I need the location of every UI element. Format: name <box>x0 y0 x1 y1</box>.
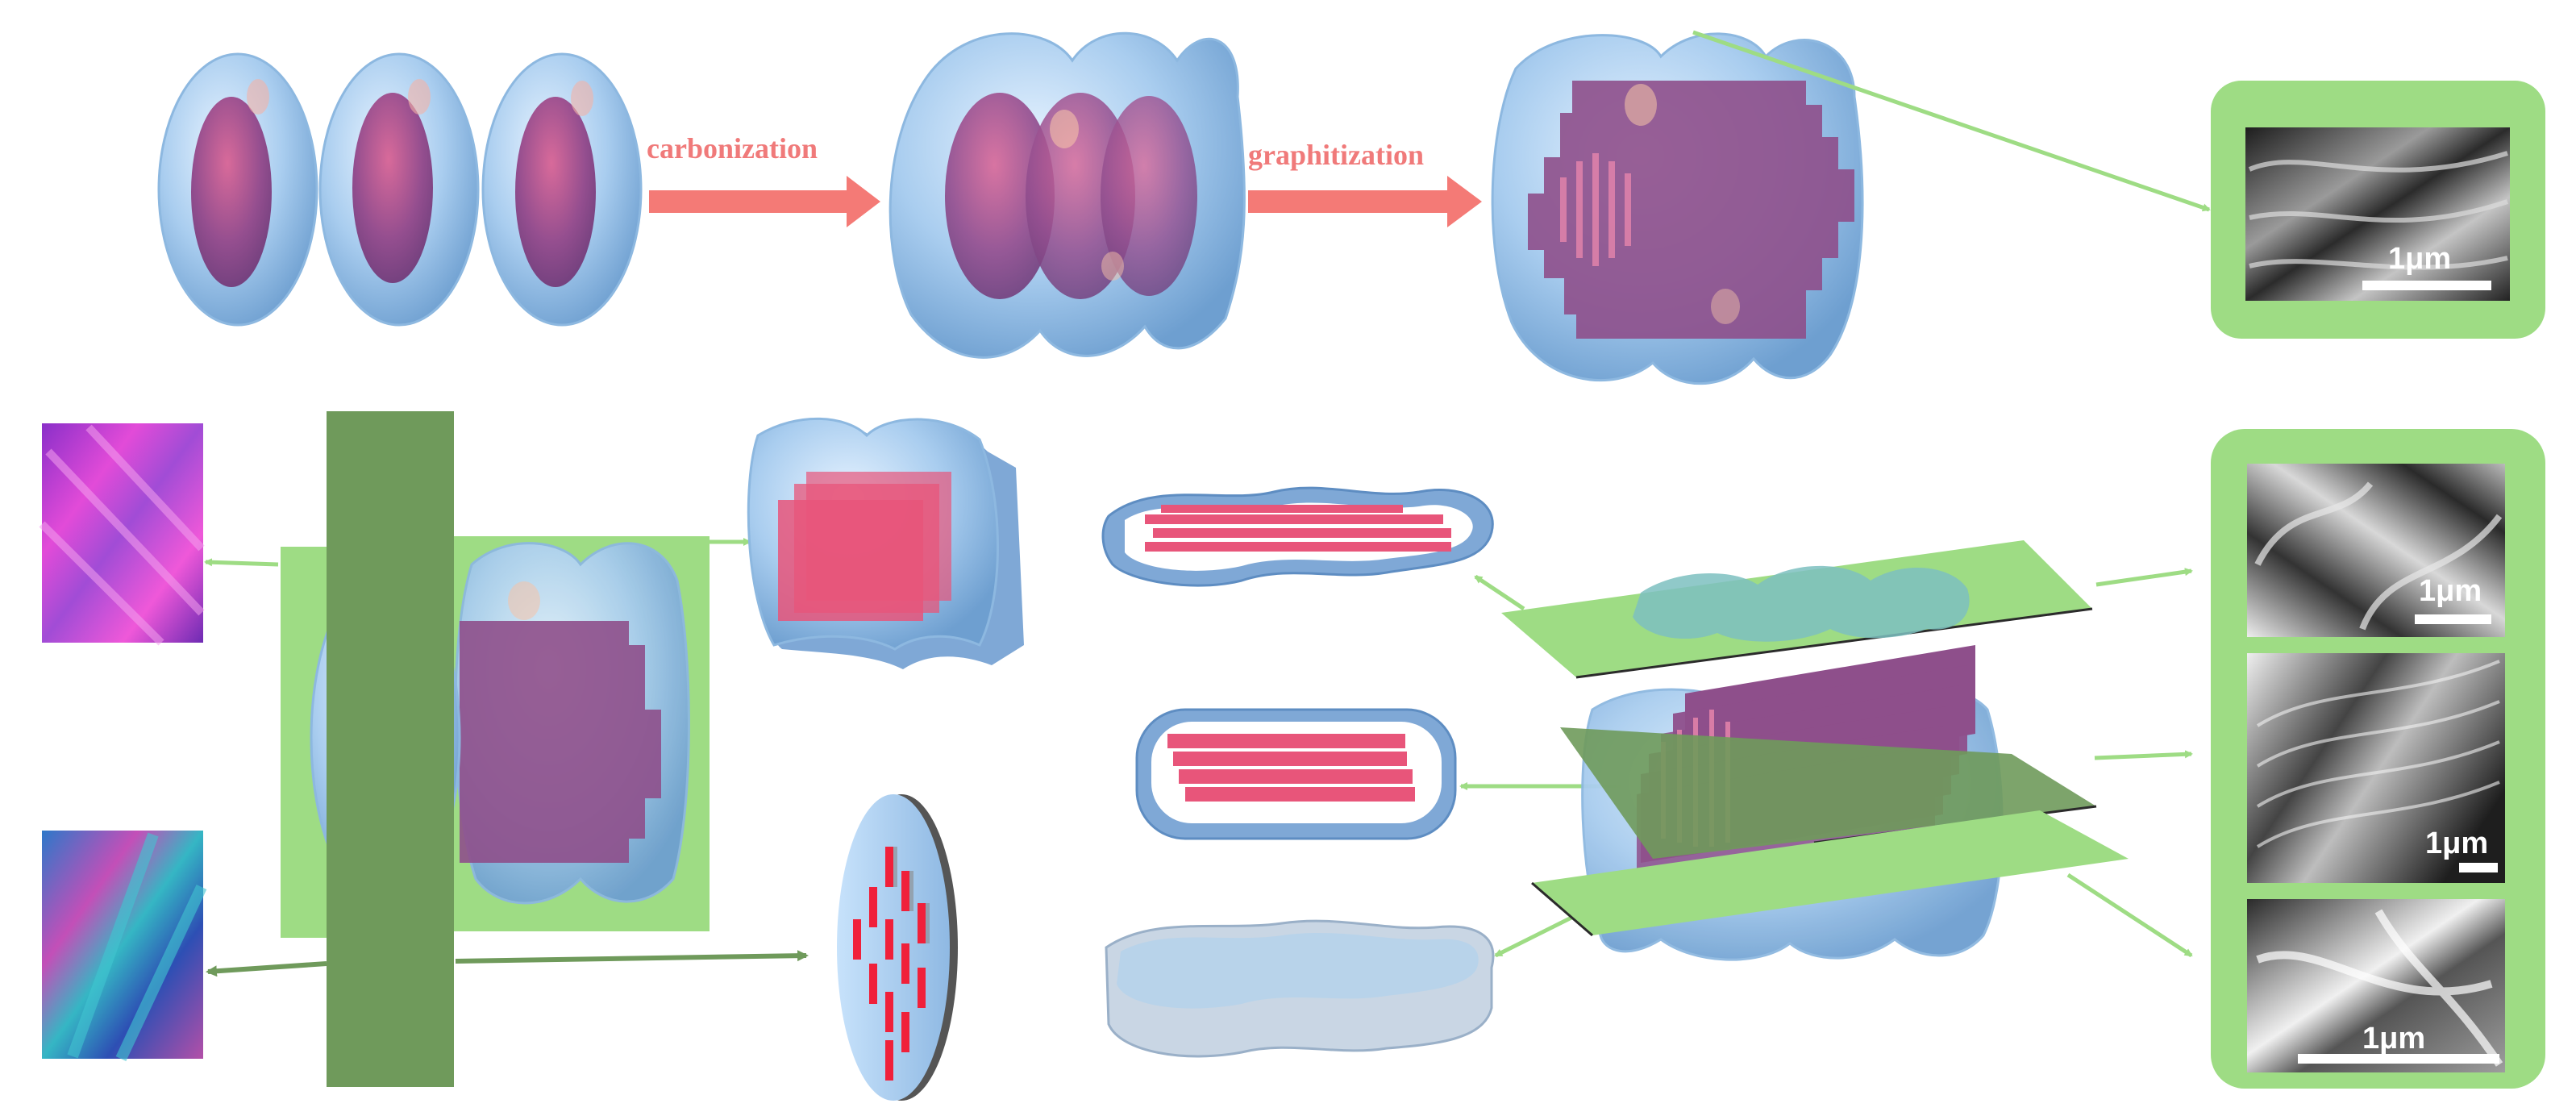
arrow-to-slice-bottom <box>1494 909 1586 958</box>
sectioned-fiber <box>281 411 710 1087</box>
oval-slice-middle <box>1135 708 1457 840</box>
precursor-cell-2 <box>318 52 480 327</box>
axial-slice <box>747 417 1024 669</box>
fiber-precursors <box>157 52 643 327</box>
optical-image-bottom <box>42 831 207 1061</box>
graphitization-label: graphitization <box>1248 139 1424 171</box>
sem-panel-1: 1μm <box>2247 464 2505 637</box>
scale-label-sem-3: 1μm <box>2362 1022 2425 1056</box>
arrow-to-slice-top <box>1474 574 1525 611</box>
scale-label-sem-2: 1μm <box>2425 827 2488 860</box>
carbonization-arrow <box>649 176 880 227</box>
slicing-bar <box>327 411 454 1087</box>
sliced-fiber <box>1501 540 2129 961</box>
arrow-to-sem-2 <box>2094 750 2193 760</box>
scale-bar-top <box>2362 281 2491 290</box>
plane-lower <box>1532 810 2129 935</box>
scale-label-top: 1μm <box>2388 242 2451 276</box>
optical-image-top <box>39 423 205 646</box>
plane-middle <box>1560 727 2096 859</box>
wavy-slice-bottom <box>1105 919 1495 1058</box>
sem-panel-top: 1μm <box>2211 81 2545 339</box>
carbonization-step: carbonization <box>647 132 880 227</box>
wavy-slice-top <box>1101 486 1494 587</box>
arrow-to-optical-bottom <box>206 961 327 977</box>
sem-panel-2: 1μm <box>2247 653 2505 883</box>
arrow-to-sem-1 <box>2095 568 2193 587</box>
sem-stack: 1μm 1μm 1μm <box>2211 429 2545 1089</box>
top-zoom-line <box>1692 30 2211 212</box>
graphitized-fiber <box>1491 32 1864 385</box>
sem-panel-3: 1μm <box>2247 899 2505 1072</box>
arrow-to-transverse-disc <box>455 950 809 964</box>
graphitization-arrow <box>1248 176 1482 227</box>
arrow-to-sem-3 <box>2066 872 2193 958</box>
carbonized-fiber <box>888 31 1246 359</box>
carbonization-label: carbonization <box>647 132 818 164</box>
arrow-to-optical-top <box>204 558 279 567</box>
graphite-domain <box>1528 81 1854 339</box>
precursor-cell-1 <box>157 52 318 327</box>
scale-label-sem-1: 1μm <box>2419 574 2482 608</box>
graphitization-step: graphitization <box>1248 139 1482 227</box>
transverse-disc <box>837 794 958 1101</box>
disc-pattern <box>853 847 926 1081</box>
precursor-cell-3 <box>481 52 643 327</box>
